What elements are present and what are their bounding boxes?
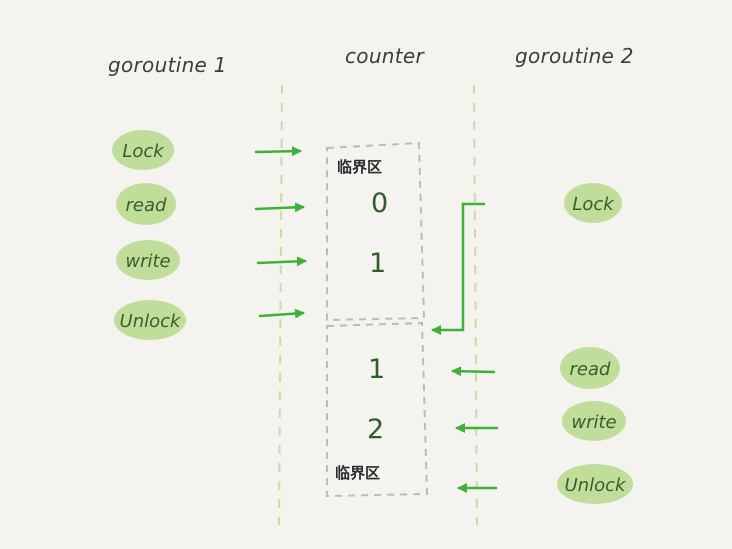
goroutine1-title: goroutine 1 xyxy=(108,53,227,77)
lane-right xyxy=(473,84,478,526)
g1-lock-arrow xyxy=(254,146,302,157)
g1-unlock-pill: Unlock xyxy=(114,300,186,340)
g2-read-label: read xyxy=(570,359,612,380)
critical-section-box-2 xyxy=(326,321,429,498)
g1-read-label: read xyxy=(126,195,168,216)
g2-read-pill: read xyxy=(560,347,620,389)
g2-unlock-label: Unlock xyxy=(565,475,627,496)
goroutine2-title: goroutine 2 xyxy=(515,44,634,68)
g1-unlock-label: Unlock xyxy=(120,311,182,332)
counter-value-0: 0 xyxy=(371,188,388,219)
counter-value-1: 1 xyxy=(369,248,386,279)
g2-lock-pill: Lock xyxy=(564,183,622,223)
g1-unlock-arrow xyxy=(258,308,305,319)
g1-lock-pill: Lock xyxy=(112,130,174,170)
g1-lock-label: Lock xyxy=(122,141,165,162)
g1-read-pill: read xyxy=(116,183,176,225)
g1-write-label: write xyxy=(125,251,170,272)
g2-write-pill: write xyxy=(562,401,626,441)
critical-section-box-1 xyxy=(326,141,426,322)
counter-title: counter xyxy=(345,44,426,68)
counter-value-2: 2 xyxy=(367,414,384,445)
g2-write-label: write xyxy=(571,412,616,433)
g1-read-arrow xyxy=(254,202,305,213)
g2-unlock-pill: Unlock xyxy=(557,464,633,504)
counter-value-1-again: 1 xyxy=(368,354,385,385)
g2-lock-wait-arrow xyxy=(431,202,486,335)
g2-read-arrow xyxy=(451,366,496,377)
g2-lock-label: Lock xyxy=(572,194,615,215)
g1-write-pill: write xyxy=(116,240,180,280)
lane-left xyxy=(278,84,283,526)
g1-write-arrow xyxy=(256,256,307,267)
critical-section-label-2: 临界区 xyxy=(335,464,380,482)
critical-section-label-1: 临界区 xyxy=(337,158,382,176)
